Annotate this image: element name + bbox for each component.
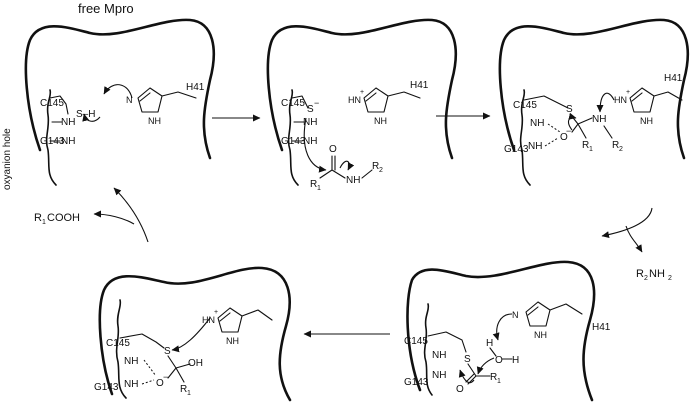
svg-text:+: + [626, 89, 630, 96]
substrate-amide [319, 155, 346, 179]
svg-text:H: H [486, 338, 493, 349]
pocket-outline [266, 18, 458, 160]
svg-text:NH: NH [432, 370, 446, 381]
svg-text:NH: NH [432, 350, 446, 361]
svg-text:−: − [163, 372, 168, 382]
gly143-label: G143 [504, 144, 529, 155]
pocket-outline [498, 18, 690, 160]
svg-text:NH: NH [303, 136, 317, 147]
svg-text:R: R [582, 140, 589, 151]
svg-text:−: − [566, 126, 571, 136]
pocket-outline [406, 260, 596, 402]
panel-tetrahedral-2: C145 NH G143 NH S O − OH R 1 HN + NH [94, 266, 292, 402]
pocket-outline [24, 18, 216, 160]
svg-text:NH: NH [640, 116, 653, 126]
his41-label: H41 [186, 82, 205, 93]
arrow-p5-p1 [113, 187, 149, 243]
cys145-label: C145 [404, 336, 428, 347]
backbone-chain [45, 89, 57, 186]
svg-text:NH: NH [226, 336, 239, 346]
panel-tetrahedral-1: C145 NH G143 NH S O − R 1 NH R 2 HN + NH… [498, 18, 690, 186]
svg-text:NH: NH [124, 356, 138, 367]
cys-side-chain [49, 95, 69, 115]
svg-text:R: R [612, 140, 619, 151]
svg-text:NH: NH [303, 117, 317, 128]
svg-text:O: O [456, 384, 464, 395]
svg-text:OH: OH [188, 358, 203, 369]
svg-text:NH: NH [374, 116, 387, 126]
svg-text:2: 2 [644, 275, 648, 282]
svg-text:NH: NH [528, 141, 542, 152]
svg-text:NH: NH [649, 268, 665, 280]
svg-text:S: S [164, 346, 171, 357]
svg-text:O: O [156, 378, 164, 389]
svg-text:−: − [314, 98, 319, 108]
panel-free-mpro: C145 NH G143 NH S–H N NH H41 [24, 18, 216, 186]
svg-text:2: 2 [619, 146, 623, 153]
svg-text:COOH: COOH [47, 212, 80, 224]
svg-text:1: 1 [187, 390, 191, 397]
svg-text:1: 1 [497, 378, 501, 385]
svg-text:O: O [560, 132, 568, 143]
his41-label: H41 [664, 73, 683, 84]
oxyanion-hole-label: oxyanion hole [2, 128, 13, 190]
svg-text:NH: NH [124, 379, 138, 390]
svg-text:NH: NH [346, 175, 360, 186]
svg-text:1: 1 [589, 146, 593, 153]
svg-text:R: R [636, 268, 644, 280]
svg-text:2: 2 [668, 275, 672, 282]
his41-label: H41 [592, 322, 611, 333]
released-acid: R 1 COOH [34, 212, 80, 226]
panel-thiolate: C145 NH G143 NH S − HN + NH H41 O R 1 NH… [266, 18, 458, 192]
cys145-label: C145 [40, 98, 64, 109]
panel-acyl-enzyme: C145 NH G143 NH S O R 1 H O H N NH H41 [404, 260, 611, 402]
his41-label: H41 [410, 80, 429, 91]
arrow-release-acid [93, 210, 135, 225]
svg-text:HN: HN [348, 95, 361, 105]
gly143-label: G143 [281, 136, 306, 147]
svg-text:NH: NH [534, 330, 547, 340]
svg-text:R: R [34, 212, 42, 224]
title: free Mpro [78, 1, 134, 16]
svg-text:NH: NH [592, 114, 606, 125]
gly143-label: G143 [404, 377, 429, 388]
gly143-label: G143 [94, 382, 119, 393]
cys145-label: C145 [513, 100, 537, 111]
svg-text:O: O [495, 355, 503, 366]
svg-text:+: + [360, 89, 364, 96]
svg-text:R: R [180, 384, 187, 395]
thiolate-s: S [307, 104, 314, 115]
svg-text:N: N [512, 310, 519, 320]
svg-text:1: 1 [317, 185, 321, 192]
svg-text:S: S [566, 104, 573, 115]
reaction-arrows [93, 112, 653, 338]
svg-text:NH: NH [530, 118, 544, 129]
pocket-outline [98, 266, 292, 402]
released-amine: R 2 NH 2 [636, 268, 672, 282]
svg-text:NH: NH [61, 136, 75, 147]
svg-text:R: R [372, 161, 379, 172]
arrow-p3-p4 [601, 207, 653, 239]
svg-text:+: + [214, 309, 218, 316]
svg-text:O: O [329, 144, 337, 155]
svg-text:R: R [310, 179, 317, 190]
imidazole-ring [137, 87, 163, 113]
svg-text:NH: NH [148, 116, 161, 126]
svg-text:HN: HN [614, 95, 627, 105]
cys145-label: C145 [281, 98, 305, 109]
svg-text:1: 1 [42, 219, 46, 226]
svg-text:R: R [490, 372, 497, 383]
svg-text:NH: NH [61, 117, 75, 128]
svg-text:H: H [512, 355, 519, 366]
arrow-release-amine [625, 225, 643, 253]
cys145-label: C145 [106, 338, 130, 349]
gly143-label: G143 [40, 136, 65, 147]
svg-text:S: S [464, 354, 471, 365]
svg-text:N: N [126, 95, 133, 105]
svg-text:2: 2 [379, 167, 383, 174]
